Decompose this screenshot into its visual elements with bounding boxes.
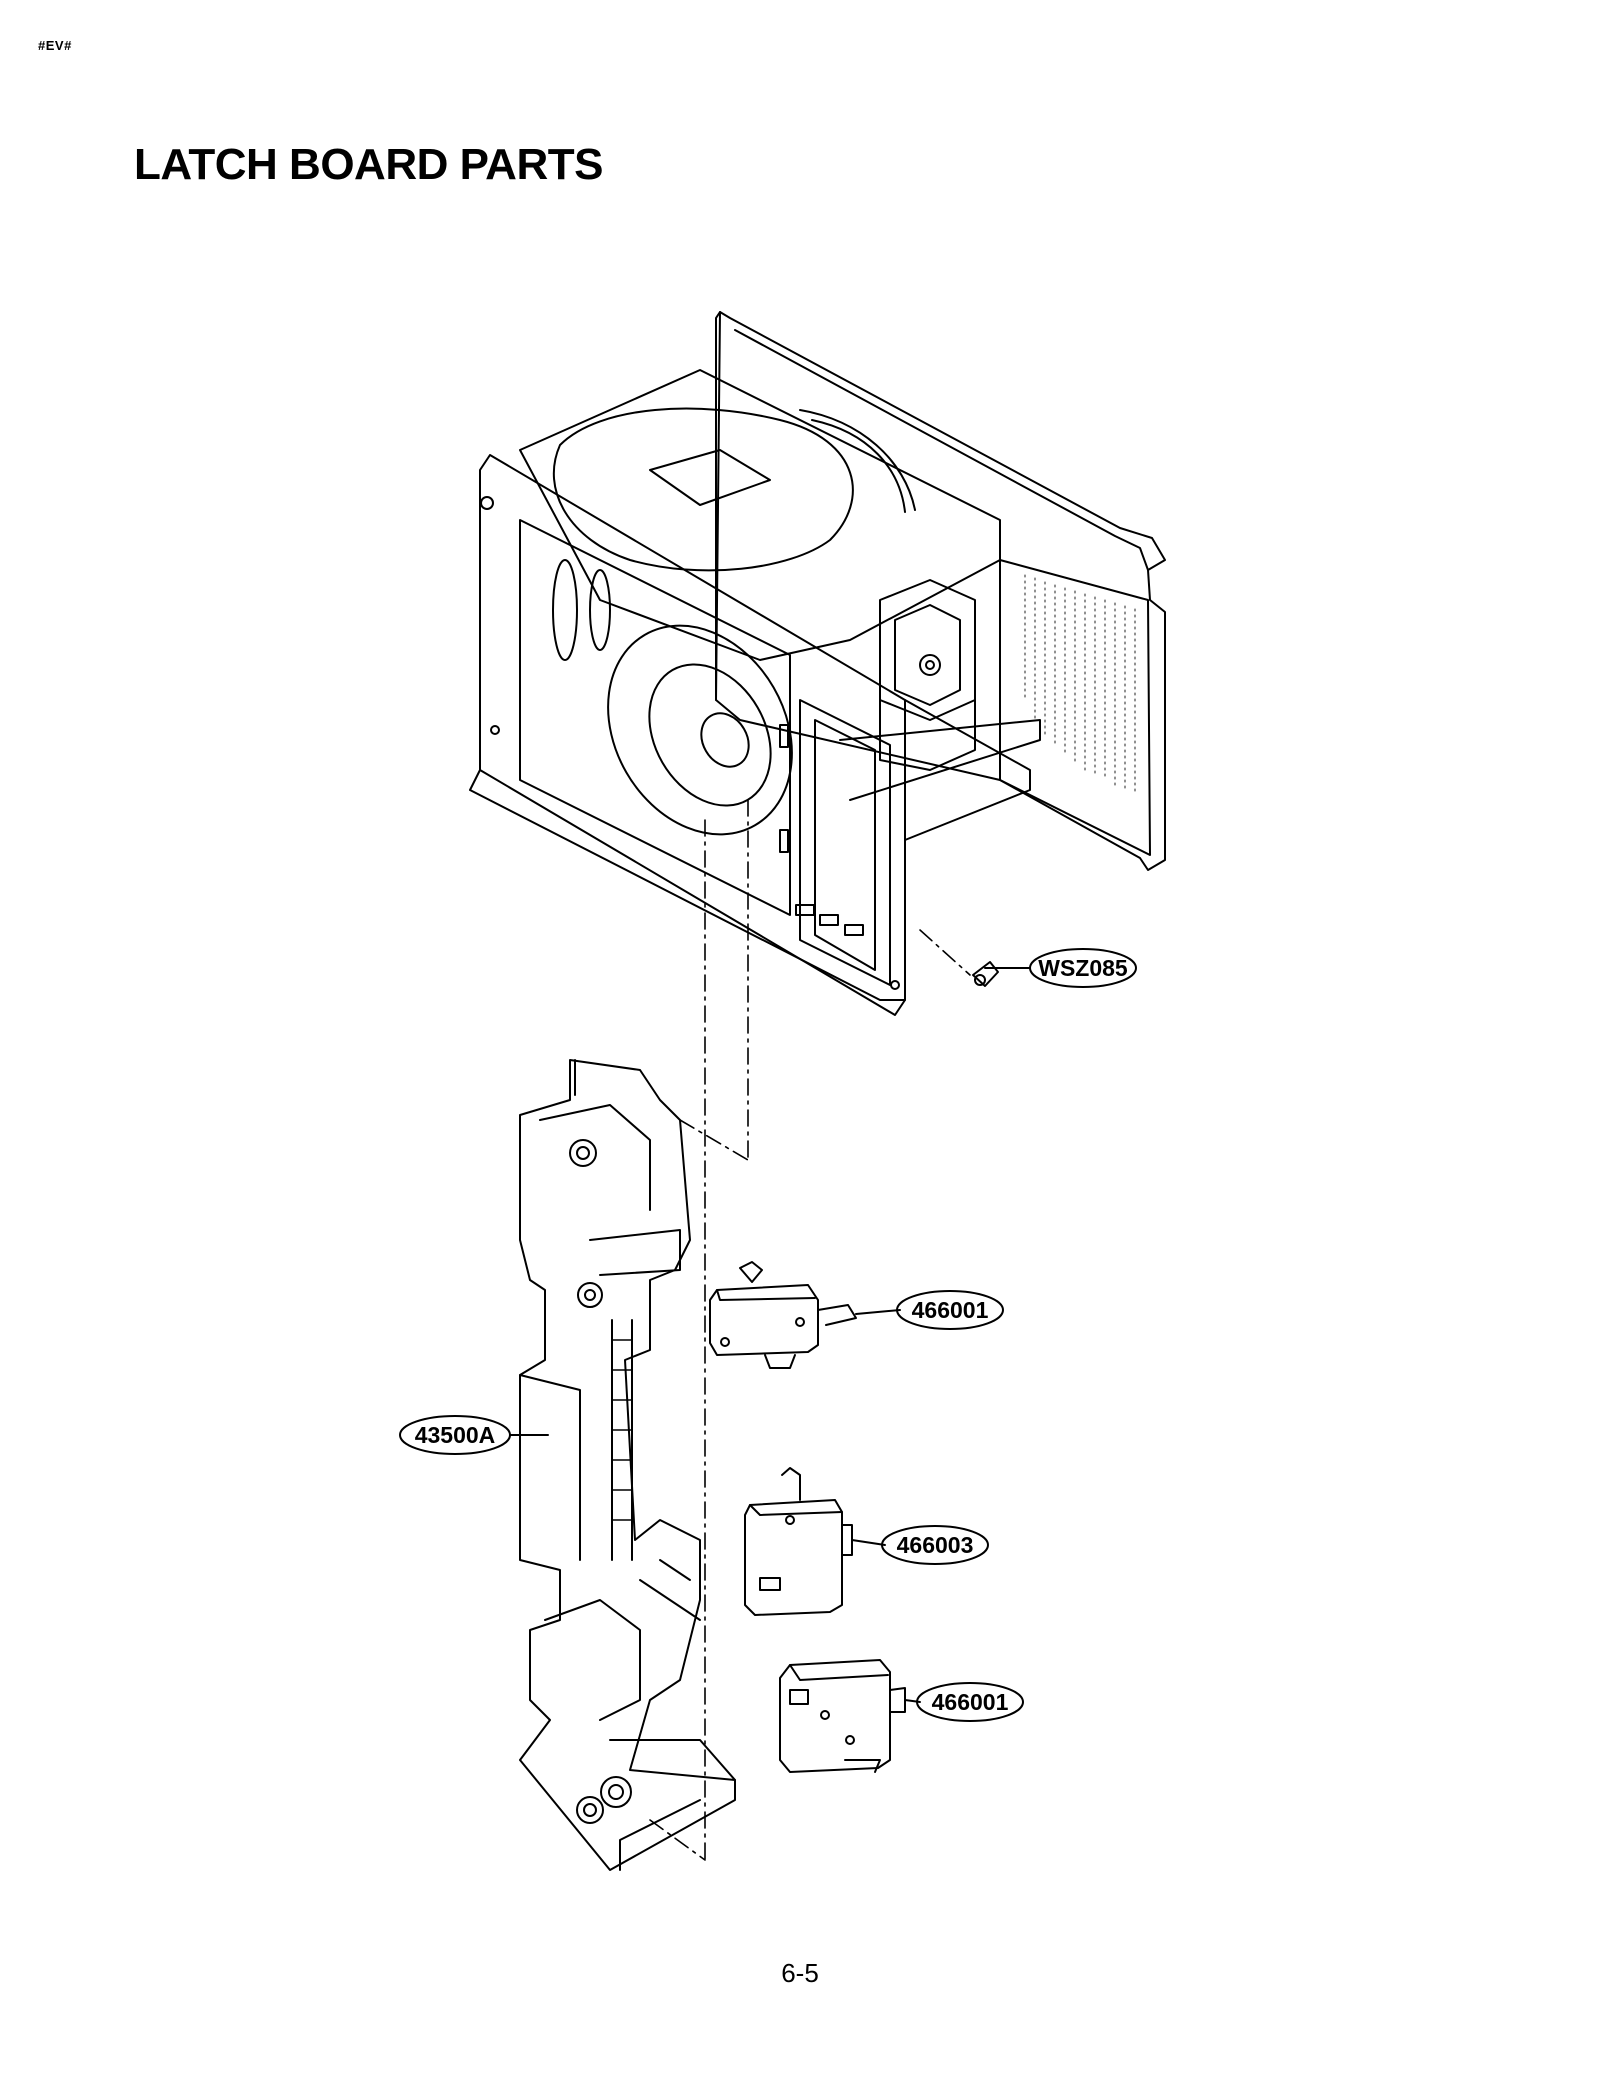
callout-oval-43500a xyxy=(399,1415,511,1455)
callout-wsz085: WSZ085 xyxy=(1038,955,1128,981)
callout-oval-466003 xyxy=(881,1525,989,1565)
micro-switch-bottom xyxy=(779,1659,906,1773)
alignment-lines xyxy=(649,799,971,1861)
screw xyxy=(972,961,1011,987)
latch-board xyxy=(519,1059,736,1871)
callout-466003: 466003 xyxy=(897,1532,974,1558)
callout-466001-bottom: 466001 xyxy=(932,1689,1009,1715)
micro-switch-top xyxy=(709,1261,857,1369)
page-number: 6-5 xyxy=(781,1958,819,1988)
page-title: LATCH BOARD PARTS xyxy=(134,140,603,189)
document-tag: #EV# xyxy=(38,38,72,53)
callout-oval-466001-top xyxy=(896,1290,1004,1330)
callout-oval-466001-bottom xyxy=(916,1682,1024,1722)
callout-466001-top: 466001 xyxy=(912,1297,989,1323)
callout-leaders xyxy=(509,967,1031,1703)
oven-cavity xyxy=(469,311,1166,1016)
callout-oval-wsz085 xyxy=(1029,948,1137,988)
callout-43500a: 43500A xyxy=(415,1422,496,1448)
micro-switch-middle xyxy=(744,1467,853,1616)
callout-ovals xyxy=(399,948,1137,1722)
